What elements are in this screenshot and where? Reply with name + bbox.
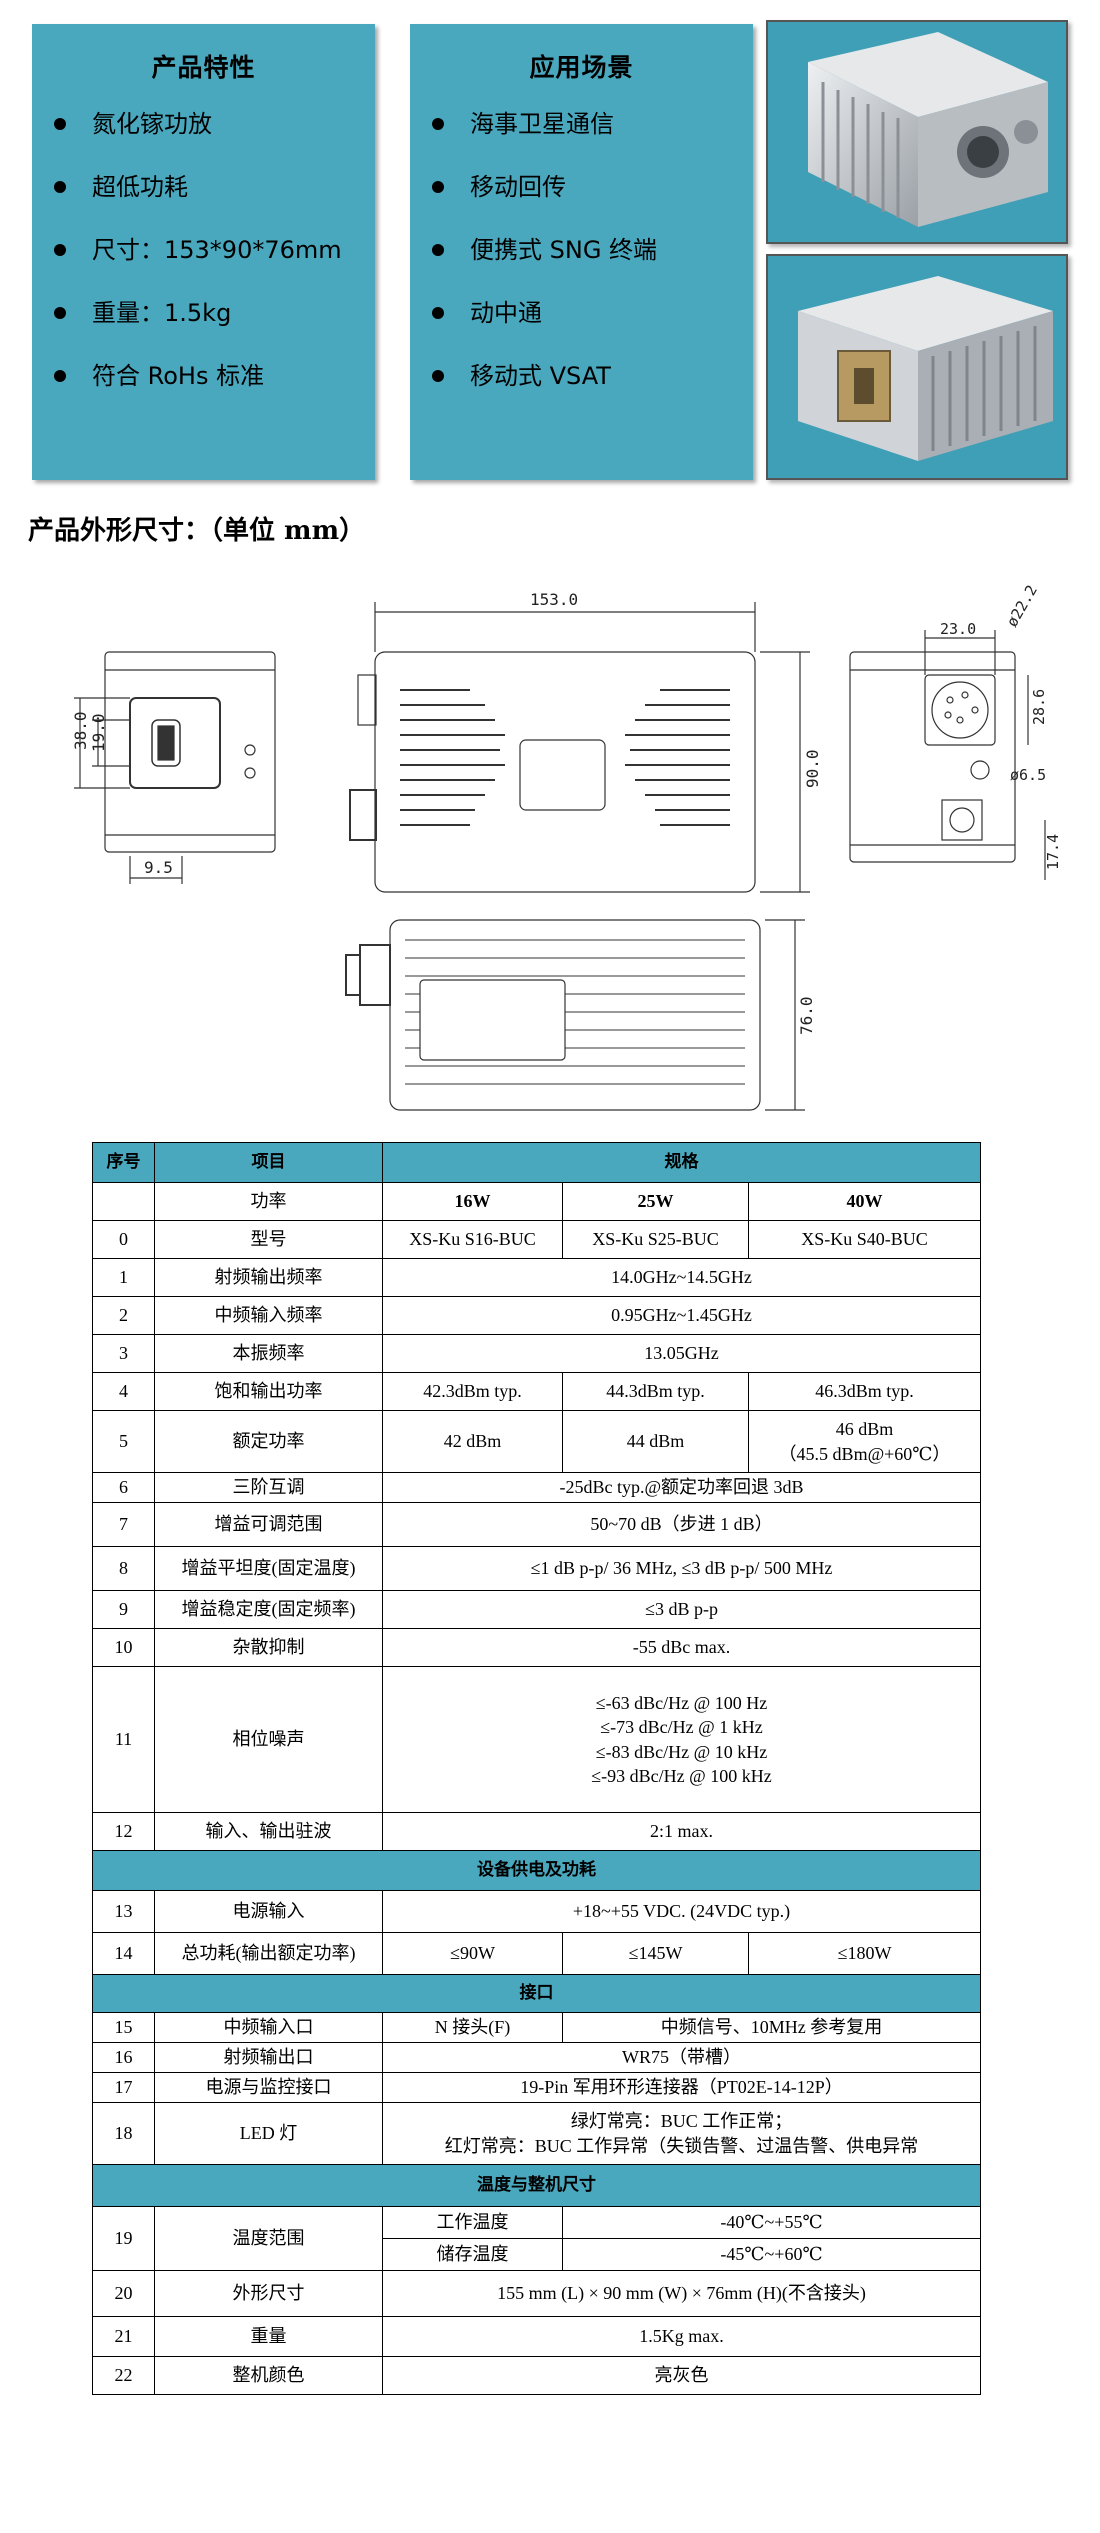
list-item: 便携式 SNG 终端 bbox=[410, 230, 753, 293]
buc-photo-top bbox=[766, 20, 1068, 244]
top-width-label: 153.0 bbox=[530, 590, 578, 609]
spec-table: 序号 项目 规格 功率 16W 25W 40W 0 型号 XS-Ku S16-B… bbox=[91, 1142, 982, 2395]
table-row: 18 LED 灯 绿灯常亮：BUC 工作正常； 红灯常亮：BUC 工作异常（失锁… bbox=[92, 2102, 982, 2165]
table-row: 11 相位噪声 ≤-63 dBc/Hz @ 100 Hz ≤-73 dBc/Hz… bbox=[92, 1666, 982, 1813]
list-item: 移动式 VSAT bbox=[410, 356, 753, 419]
side-offset-label: 17.4 bbox=[1044, 834, 1060, 870]
section-row: 设备供电及功耗 bbox=[91, 1850, 982, 1891]
features-title: 产品特性 bbox=[151, 53, 256, 82]
features-panel: 产品特性 氮化镓功放 超低功耗 尺寸：153*90*76mm 重量：1.5kg … bbox=[32, 24, 375, 480]
table-row: 储存温度 -45℃~+60℃ bbox=[93, 2238, 982, 2271]
header-index: 序号 bbox=[92, 1142, 155, 1183]
side-diameter-label: ø22.2 bbox=[1003, 582, 1041, 630]
table-row: 4 饱和输出功率 42.3dBm typ. 44.3dBm typ. 46.3d… bbox=[92, 1372, 982, 1411]
list-item: 移动回传 bbox=[410, 167, 753, 230]
table-row: 功率 16W 25W 40W bbox=[92, 1182, 982, 1221]
bottom-height-label: 76.0 bbox=[797, 996, 816, 1035]
table-header-row: 序号 项目 规格 bbox=[92, 1142, 982, 1183]
table-row: 0 型号 XS-Ku S16-BUC XS-Ku S25-BUC XS-Ku S… bbox=[92, 1220, 982, 1259]
bullet-icon bbox=[432, 244, 444, 256]
section-row: 温度与整机尺寸 bbox=[91, 2164, 982, 2207]
dimension-drawings: 38.0 19.0 9.5 153.0 90.0 bbox=[60, 580, 1062, 1120]
buc-photo-front bbox=[766, 254, 1068, 480]
list-item: 符合 RoHs 标准 bbox=[32, 356, 375, 419]
front-width-label: 9.5 bbox=[144, 858, 173, 877]
list-item: 超低功耗 bbox=[32, 167, 375, 230]
bullet-icon bbox=[54, 307, 66, 319]
bullet-icon bbox=[54, 244, 66, 256]
bullet-icon bbox=[54, 181, 66, 193]
table-row: 5 额定功率 42 dBm 44 dBm 46 dBm（45.5 dBm@+60… bbox=[92, 1410, 982, 1473]
front-height-label: 38.0 bbox=[71, 711, 90, 750]
front-window-height-label: 19.0 bbox=[89, 713, 108, 752]
list-item: 海事卫星通信 bbox=[410, 104, 753, 167]
list-item: 动中通 bbox=[410, 293, 753, 356]
applications-panel: 应用场景 海事卫星通信 移动回传 便携式 SNG 终端 动中通 移动式 VSAT bbox=[410, 24, 753, 480]
applications-list: 海事卫星通信 移动回传 便携式 SNG 终端 动中通 移动式 VSAT bbox=[410, 104, 753, 419]
bullet-icon bbox=[432, 181, 444, 193]
bullet-icon bbox=[54, 118, 66, 130]
front-view bbox=[74, 651, 276, 884]
header-item: 项目 bbox=[154, 1142, 383, 1183]
list-item: 氮化镓功放 bbox=[32, 104, 375, 167]
table-row: 19 温度范围 工作温度 -40℃~+55℃ bbox=[92, 2206, 982, 2271]
top-depth-label: 90.0 bbox=[803, 749, 822, 788]
bullet-icon bbox=[432, 370, 444, 382]
list-item: 尺寸：153*90*76mm bbox=[32, 230, 375, 293]
side-height-label: 28.6 bbox=[1030, 689, 1048, 725]
section-row: 接口 bbox=[91, 1974, 982, 2013]
list-item: 重量：1.5kg bbox=[32, 293, 375, 356]
table-row: 15 中频输入口 N 接头(F) 中频信号、10MHz 参考复用 bbox=[92, 2012, 982, 2043]
side-hole-label: ø6.5 bbox=[1010, 766, 1046, 784]
dimensions-heading: 产品外形尺寸：（单位 mm） bbox=[28, 516, 366, 546]
features-list: 氮化镓功放 超低功耗 尺寸：153*90*76mm 重量：1.5kg 符合 Ro… bbox=[32, 104, 375, 419]
bullet-icon bbox=[432, 118, 444, 130]
header-spec: 规格 bbox=[381, 1142, 982, 1183]
bottom-view bbox=[345, 919, 805, 1111]
bullet-icon bbox=[54, 370, 66, 382]
table-row: 14 总功耗(输出额定功率) ≤90W ≤145W ≤180W bbox=[92, 1932, 982, 1975]
top-view bbox=[349, 602, 810, 893]
side-view bbox=[849, 630, 1046, 880]
side-width-label: 23.0 bbox=[940, 620, 976, 638]
applications-title: 应用场景 bbox=[529, 53, 634, 82]
bullet-icon bbox=[432, 307, 444, 319]
